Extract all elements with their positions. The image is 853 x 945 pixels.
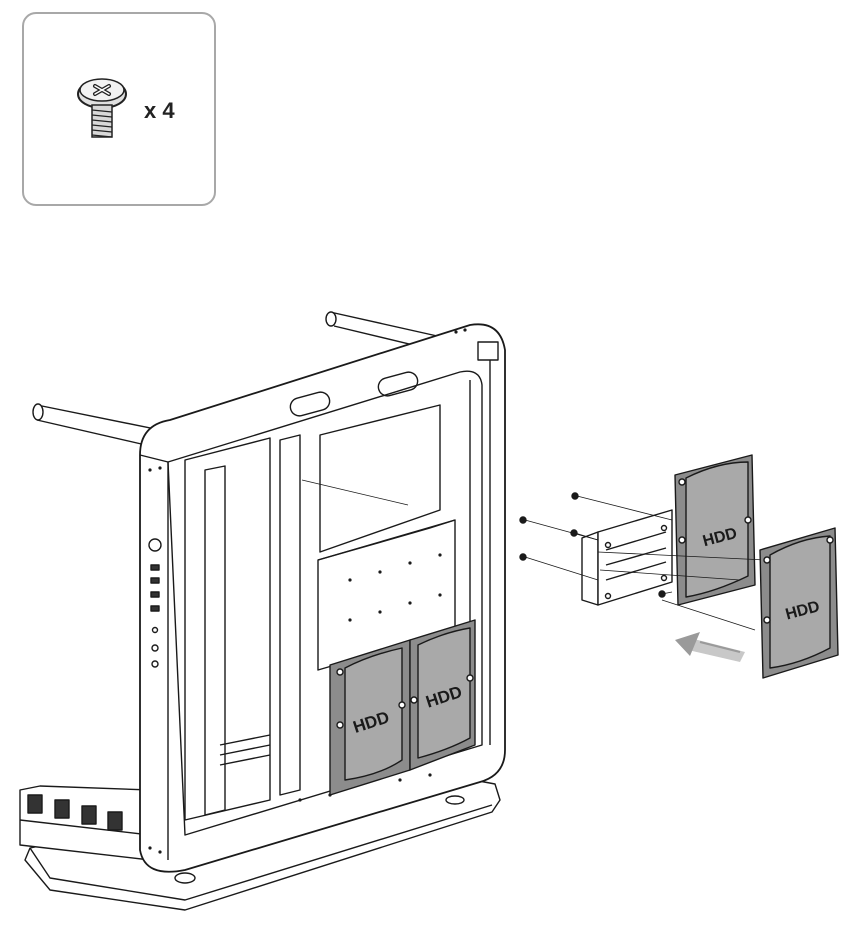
drive-mounting-bracket <box>582 510 672 605</box>
insertion-arrow <box>675 632 745 662</box>
case-chassis-frame <box>140 324 505 871</box>
